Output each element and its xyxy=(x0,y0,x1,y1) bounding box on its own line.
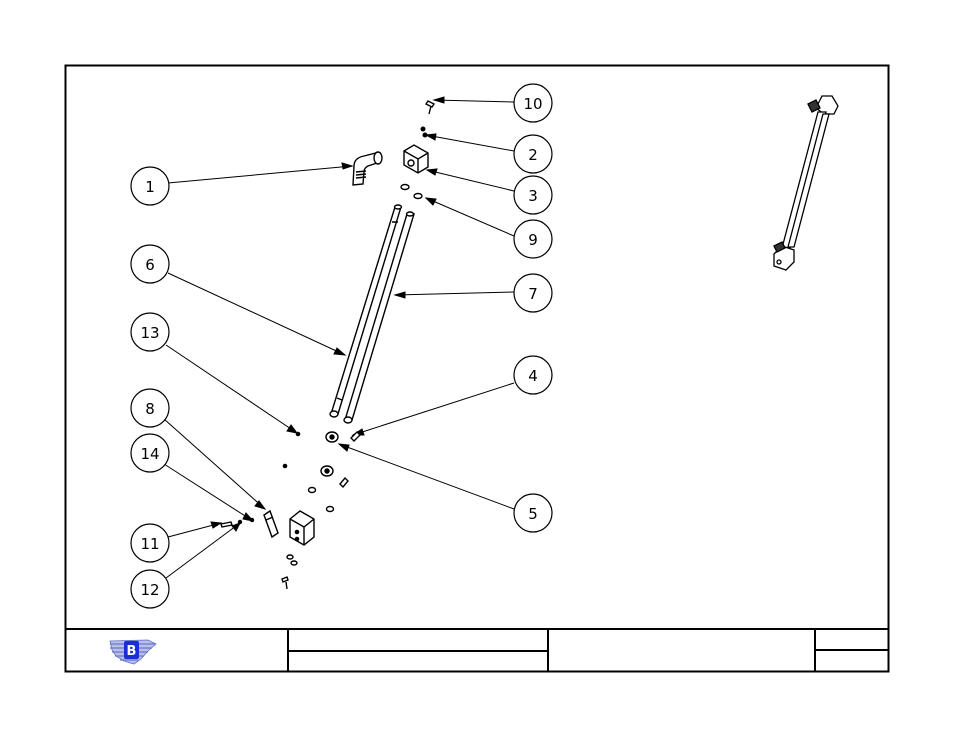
leader-lines xyxy=(164,97,514,578)
part-ball-top xyxy=(421,127,425,131)
balloon-8: 8 xyxy=(131,389,169,427)
part-small-screw xyxy=(221,522,232,527)
part-pin xyxy=(351,432,360,441)
part-tubes xyxy=(330,205,414,423)
balloon-12-label: 12 xyxy=(140,581,159,599)
balloon-11-label: 11 xyxy=(140,535,159,553)
balloon-12: 12 xyxy=(131,570,169,608)
balloon-4: 4 xyxy=(514,356,552,394)
balloon-14-label: 14 xyxy=(140,445,159,463)
balloon-6-label: 6 xyxy=(145,256,155,274)
balloon-10: 10 xyxy=(514,84,552,122)
balloon-13: 13 xyxy=(131,313,169,351)
logo-letter: B xyxy=(127,644,137,659)
balloon-9-label: 9 xyxy=(528,231,538,249)
part-disc xyxy=(321,432,338,476)
part-plate xyxy=(264,511,278,537)
drawing-border xyxy=(66,66,889,672)
company-logo: B xyxy=(110,640,156,664)
balloon-2: 2 xyxy=(514,135,552,173)
balloon-3: 3 xyxy=(514,176,552,214)
balloon-1-label: 1 xyxy=(145,178,155,196)
part-bottom-block xyxy=(290,511,314,545)
balloon-13-label: 13 xyxy=(140,324,159,342)
balloon-2-label: 2 xyxy=(528,146,538,164)
balloon-7: 7 xyxy=(514,274,552,312)
assembled-view xyxy=(774,96,838,270)
balloon-8-label: 8 xyxy=(145,400,155,418)
balloon-3-label: 3 xyxy=(528,187,538,205)
balloon-9: 9 xyxy=(514,220,552,258)
part-top-block xyxy=(404,145,428,173)
exploded-view-parts xyxy=(221,101,434,589)
balloon-1: 1 xyxy=(131,167,169,205)
balloon-11: 11 xyxy=(131,524,169,562)
balloon-5: 5 xyxy=(514,494,552,532)
balloon-6: 6 xyxy=(131,245,169,283)
balloon-10-label: 10 xyxy=(523,95,542,113)
balloon-7-label: 7 xyxy=(528,285,538,303)
balloon-5-label: 5 xyxy=(528,505,538,523)
part-oring-top xyxy=(401,185,409,190)
balloon-4-label: 4 xyxy=(528,367,538,385)
part-elbow-fitting xyxy=(353,152,382,185)
balloon-14: 14 xyxy=(131,434,169,472)
part-screw-top xyxy=(426,101,434,114)
title-block xyxy=(65,629,889,672)
